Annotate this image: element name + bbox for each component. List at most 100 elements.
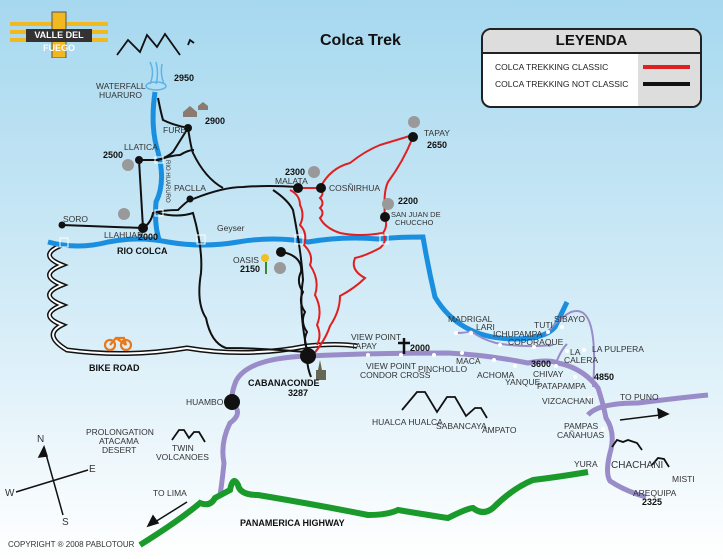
label-viewpoint-condor: CONDOR CROSS (360, 370, 431, 380)
label-prolongation: PROLONGATION (86, 427, 154, 437)
label-bike-road: BIKE ROAD (89, 363, 140, 373)
compass-s: S (62, 517, 69, 528)
label-madrigal: MADRIGAL (448, 314, 493, 324)
label-vizcachani: VIZCACHANI (542, 396, 593, 406)
road-stops (366, 325, 605, 466)
altitude: 4850 (594, 372, 614, 382)
label-chachani: CHACHANI (611, 460, 663, 471)
label-huambo: HUAMBO (186, 397, 224, 407)
rio-colca-river (47, 234, 570, 342)
label-twin-volcanoes: TWIN (172, 443, 194, 453)
rio-huaruro-river (150, 91, 164, 243)
label-yura: YURA (574, 459, 598, 469)
legend-item-not-classic: COLCA TREKKING NOT CLASSIC (495, 79, 629, 89)
legend-item-classic: COLCA TREKKING CLASSIC (495, 62, 609, 72)
compass-n: N (37, 434, 44, 445)
compass-w: W (5, 488, 15, 499)
label-llahuar: LLAHUAR (104, 230, 143, 240)
label-viewpoint-tapay: TAPAY (351, 341, 377, 351)
legend-swatch-not-classic (643, 82, 690, 86)
altitude: 3600 (531, 359, 551, 369)
altitude: 2200 (398, 196, 418, 206)
label-oasis: OASIS (233, 255, 259, 265)
cross-icon (398, 338, 410, 354)
altitude: 3287 (288, 388, 308, 398)
waterfall-icon (145, 61, 167, 91)
copyright: COPYRIGHT ® 2008 PABLOTOUR (8, 540, 135, 549)
label-la-pulpera: LA PULPERA (592, 344, 644, 354)
compass-icon (15, 445, 89, 516)
label-sabancaya: SABANCAYA (436, 421, 487, 431)
label-maca: MACA (456, 356, 481, 366)
label-pampas: PAMPAS (564, 421, 598, 431)
label-llatica: LLATICA (124, 142, 158, 152)
hut-icons (118, 102, 420, 274)
label-geyser: Geyser (217, 223, 245, 233)
altitude: 2000 (138, 232, 158, 242)
label-cosnirhua: COSÑIRHUA (329, 183, 380, 193)
label-prolongation: ATACAMA (99, 436, 139, 446)
map-title: Colca Trek (320, 32, 401, 49)
label-pampas: CAÑAHUAS (557, 430, 605, 440)
volcano-icons (171, 391, 670, 468)
town-markers (58, 124, 418, 410)
label-malata: MALATA (275, 176, 308, 186)
church-icon (316, 360, 326, 380)
label-to-lima: TO LIMA (153, 488, 187, 498)
label-pinchollo: PINCHOLLO (418, 364, 468, 374)
legend-swatch-classic (643, 65, 690, 69)
mountain-icon (116, 32, 195, 56)
label-lari: LARI (476, 322, 495, 332)
label-viewpoint-condor: VIEW POINT (366, 361, 416, 371)
label-rio-colca: RIO COLCA (117, 246, 168, 256)
label-sibayo: SIBAYO (554, 314, 585, 324)
label-soro: SORO (63, 214, 88, 224)
bridge-icons (59, 156, 389, 248)
label-arequipa: AREQUIPA (633, 488, 677, 498)
label-san-juan: SAN JUAN DE (391, 210, 441, 219)
label-tapay: TAPAY (424, 128, 450, 138)
label-viewpoint-tapay: VIEW POINT (351, 332, 401, 342)
label-san-juan: CHUCCHO (395, 218, 433, 227)
palm-tree-icon (261, 254, 269, 274)
label-ampato: AMPATO (482, 425, 517, 435)
label-chivay: CHIVAY (533, 369, 564, 379)
label-misti: MISTI (672, 474, 695, 484)
label-tuti: TUTI (534, 320, 553, 330)
altitude: 2500 (103, 150, 123, 160)
altitude: 2325 (642, 497, 662, 507)
label-panamerica: PANAMERICA HIGHWAY (240, 518, 345, 528)
label-hualca-hualca: HUALCA HUALCA (372, 417, 443, 427)
altitude: 2300 (285, 167, 305, 177)
label-la-calera: CALERA (564, 355, 598, 365)
to-puno-arrow-icon (619, 407, 670, 421)
altitude: 2000 (410, 343, 430, 353)
secondary-roads (455, 310, 596, 388)
legend: LEYENDA COLCA TREKKING CLASSIC COLCA TRE… (481, 28, 702, 108)
label-to-puno: TO PUNO (620, 392, 659, 402)
label-achoma: ACHOMA (477, 370, 515, 380)
label-fure: FURE (163, 125, 186, 135)
legend-heading: LEYENDA (483, 30, 700, 54)
altitude: 2950 (174, 73, 194, 83)
label-rio-huaruro: RIO HUARURO (164, 160, 170, 203)
bike-road (47, 242, 358, 357)
altitude: 2900 (205, 116, 225, 126)
not-classic-trails (61, 97, 320, 378)
bicycle-icon (103, 336, 133, 352)
label-waterfall: WATERFALL (96, 81, 146, 91)
compass-e: E (89, 464, 96, 475)
valle-del-fuego-logo: VALLE DEL FUEGO (8, 10, 110, 58)
logo-text: VALLE DEL FUEGO (26, 29, 92, 53)
label-patapampa: PATAPAMPA (537, 381, 586, 391)
label-ichupampa: ICHUPAMPA (493, 329, 543, 339)
legend-swatch-panel (638, 54, 700, 106)
label-cabanaconde: CABANACONDE (248, 378, 320, 388)
label-la-calera: LA (570, 347, 581, 357)
label-paclla: PACLLA (174, 183, 206, 193)
altitude: 2650 (427, 140, 447, 150)
label-yanque: YANQUE (505, 377, 541, 387)
label-coporaque: COPORAQUE (508, 337, 564, 347)
label-prolongation: DESERT (102, 445, 136, 455)
panamerica-highway (138, 469, 589, 548)
